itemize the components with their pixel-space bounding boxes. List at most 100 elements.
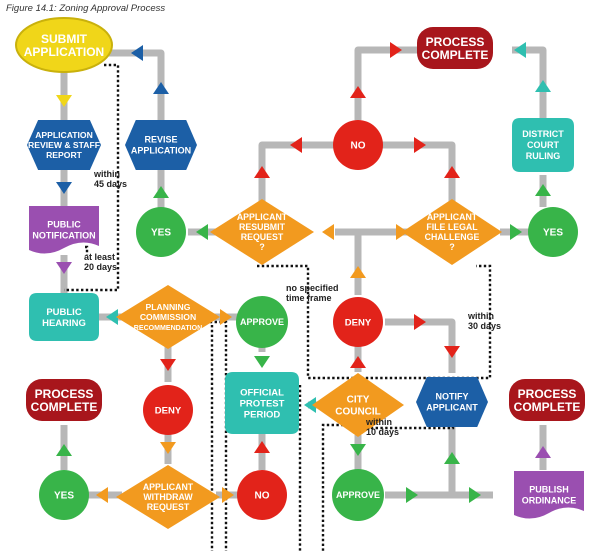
deny-node: DENY xyxy=(143,385,193,435)
arrow-up-icon xyxy=(153,186,169,198)
arrow-down-icon xyxy=(160,442,176,454)
deny-label: DENY xyxy=(345,317,372,328)
arrow-up-icon xyxy=(535,80,551,92)
arrow-right-icon xyxy=(469,487,481,503)
arrow-right-icon xyxy=(414,314,426,330)
yes-label: YES xyxy=(54,491,74,502)
arrow-up-icon xyxy=(350,356,366,368)
yes-label: YES xyxy=(151,228,171,239)
arrow-up-icon xyxy=(56,444,72,456)
arrow-up-icon xyxy=(350,86,366,98)
deny-label: DENY xyxy=(155,405,182,416)
arrow-left-icon xyxy=(96,487,108,503)
arrow-up-icon xyxy=(444,452,460,464)
approve-label: APPROVE xyxy=(240,317,284,327)
no-node: NO xyxy=(237,470,287,520)
arrow-right-icon xyxy=(406,487,418,503)
arrow-down-icon xyxy=(254,356,270,368)
arrow-right-icon xyxy=(390,42,402,58)
connector-line xyxy=(385,318,456,373)
arrow-left-icon xyxy=(196,224,208,240)
arrow-down-icon xyxy=(56,182,72,194)
yes-node: YES xyxy=(136,207,186,257)
arrow-up-icon xyxy=(535,446,551,458)
connector-line xyxy=(104,49,165,120)
arrow-down-icon xyxy=(350,444,366,456)
figure-caption: Figure 14.1: Zoning Approval Process xyxy=(6,3,166,14)
arrow-up-icon xyxy=(254,166,270,178)
approve-label: APPROVE xyxy=(336,490,380,500)
arrow-right-icon xyxy=(220,309,232,325)
arrow-left-icon xyxy=(514,42,526,58)
approve-node: APPROVE xyxy=(236,296,288,348)
yes-label: YES xyxy=(543,228,563,239)
connector-line xyxy=(354,46,418,120)
arrow-right-icon xyxy=(510,224,522,240)
arrow-left-icon xyxy=(131,45,143,61)
approve-node: APPROVE xyxy=(332,469,384,521)
arrow-up-icon xyxy=(153,82,169,94)
arrow-down-icon xyxy=(444,346,460,358)
arrow-right-icon xyxy=(222,487,234,503)
arrow-left-icon xyxy=(322,224,334,240)
yes-node: YES xyxy=(528,207,578,257)
arrow-down-icon xyxy=(160,359,176,371)
arrow-up-icon xyxy=(535,184,551,196)
arrow-right-icon xyxy=(414,137,426,153)
no-label: NO xyxy=(351,141,366,152)
arrow-up-icon xyxy=(444,166,460,178)
no-node: NO xyxy=(333,120,383,170)
arrow-down-icon xyxy=(56,262,72,274)
arrow-up-icon xyxy=(254,441,270,453)
yes-node: YES xyxy=(39,470,89,520)
connector-line xyxy=(512,46,547,118)
arrow-up-icon xyxy=(350,266,366,278)
arrow-left-icon xyxy=(290,137,302,153)
time-limit-dotted-line xyxy=(85,245,89,255)
deny-node: DENY xyxy=(333,297,383,347)
time-limit-dotted-line xyxy=(64,63,120,292)
no-label: NO xyxy=(255,491,270,502)
arrow-left-icon xyxy=(304,397,316,413)
arrow-down-icon xyxy=(56,95,72,107)
time-limit-dotted-line xyxy=(205,320,228,551)
